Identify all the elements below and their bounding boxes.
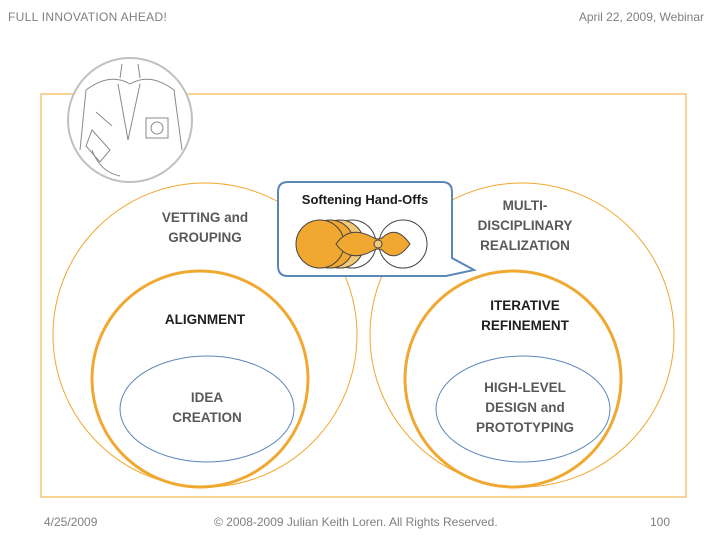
idea-creation-label: IDEA CREATION xyxy=(147,388,267,428)
vetting-grouping-label: VETTING and GROUPING xyxy=(142,208,268,248)
alignment-label: ALIGNMENT xyxy=(142,310,268,330)
high-level-design-label: HIGH-LEVEL DESIGN and PROTOTYPING xyxy=(458,378,592,438)
footer-date: 4/25/2009 xyxy=(44,515,97,529)
footer-copyright: © 2008-2009 Julian Keith Loren. All Righ… xyxy=(214,515,498,529)
page-number: 100 xyxy=(650,515,670,529)
handoff-circles-icon xyxy=(296,220,427,268)
iterative-refinement-label: ITERATIVE REFINEMENT xyxy=(458,296,592,336)
mechanic-sketch-icon xyxy=(68,58,192,182)
callout-title: Softening Hand-Offs xyxy=(280,190,450,210)
left-mid-circle xyxy=(92,271,308,487)
multidisciplinary-realization-label: MULTI- DISCIPLINARY REALIZATION xyxy=(458,196,592,256)
